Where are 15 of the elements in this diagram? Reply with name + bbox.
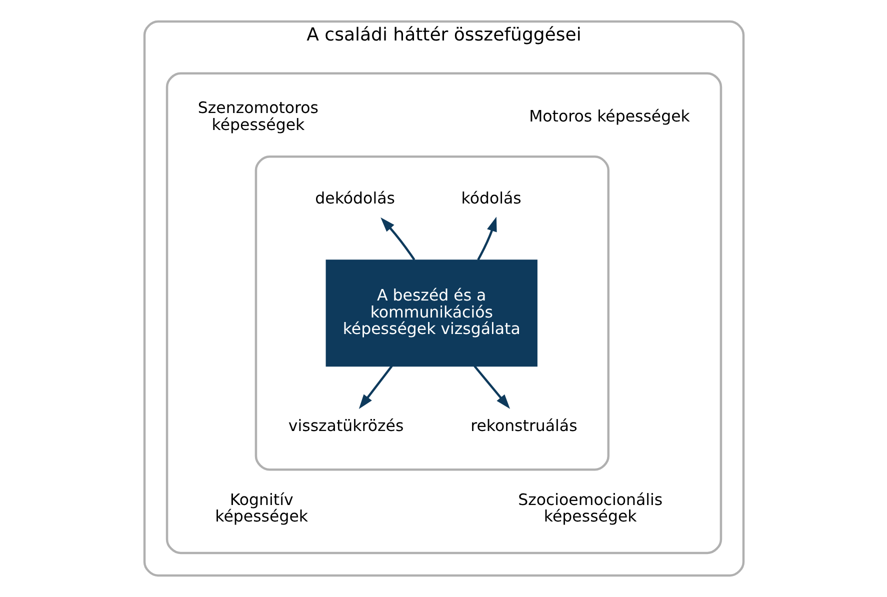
node-text: dekódolás <box>314 188 394 208</box>
cluster <box>254 156 609 471</box>
arrow <box>473 365 510 409</box>
arrow <box>358 365 392 409</box>
label: Motoros képességek <box>528 106 690 126</box>
node-box: A beszéd és a kommunikációs képességek vizsgálata <box>325 260 537 367</box>
arrow <box>380 217 415 260</box>
arrow <box>476 216 496 260</box>
label: Szenzomotoros képességek <box>197 98 318 134</box>
label: Szocioemocionális képességek <box>518 490 662 526</box>
cluster <box>165 72 722 554</box>
node-text: rekonstruálás <box>470 416 577 436</box>
label: Kognitív képességek <box>214 490 308 526</box>
node-text: kódolás <box>460 188 521 208</box>
node-text: visszatükrözés <box>288 416 404 436</box>
